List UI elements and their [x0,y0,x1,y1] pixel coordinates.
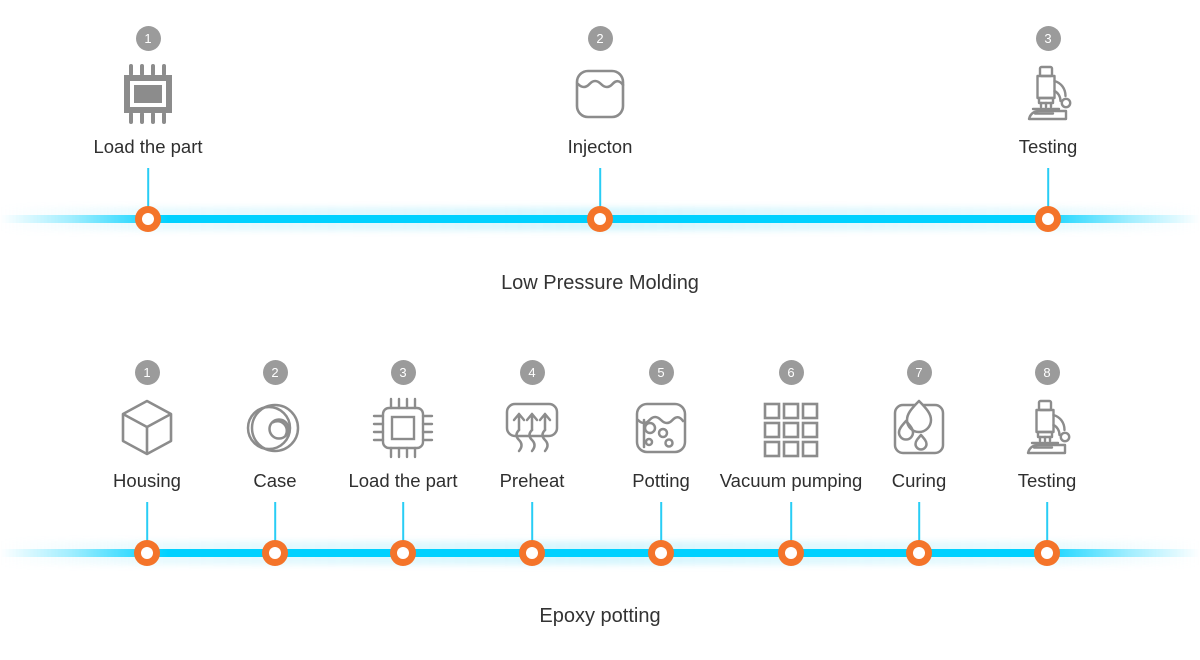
step-number-badge: 7 [906,360,932,385]
timeline-marker[interactable] [778,540,804,566]
step-label: Case [253,470,297,491]
step-number-badge: 3 [1035,26,1061,51]
step-connector-stem [274,502,276,548]
timeline-marker[interactable] [1034,540,1060,566]
step-number-badge: 5 [648,360,674,385]
step-number-badge: 4 [519,360,545,385]
step-label: Injecton [567,136,633,157]
step-number-badge: 2 [587,26,613,51]
step-number-badge: 6 [778,360,804,385]
cube-icon [62,392,232,464]
step-label: Curing [891,470,947,491]
step-connector-stem [1047,168,1049,214]
grid-squares-icon [706,392,876,464]
step-connector-stem [147,168,149,214]
timeline-marker[interactable] [262,540,288,566]
step-number-badge: 1 [135,26,161,51]
step-connector-stem [660,502,662,548]
step-connector-stem [402,502,404,548]
timeline-step[interactable]: 8 Testing [962,360,1132,492]
timeline-step[interactable]: 5 Potting [576,360,746,492]
timeline-marker[interactable] [519,540,545,566]
timeline-caption: Epoxy potting [539,605,661,627]
step-label: Potting [632,470,690,491]
step-label: Housing [113,470,181,491]
timeline-step[interactable]: 1 Load the part [63,26,233,158]
step-connector-stem [531,502,533,548]
timeline-step[interactable]: 2 Injecton [515,26,685,158]
step-number-badge: 8 [1034,360,1060,385]
microscope-icon [963,58,1133,130]
spool-icon [190,392,360,464]
step-number-badge: 1 [134,360,160,385]
timeline-step[interactable]: 4 Preheat [447,360,617,492]
timeline-low-pressure-molding: 1 Load the part 2 Injecton 3 [0,0,1200,310]
step-label: Testing [1018,136,1078,157]
liquid-container-icon [515,58,685,130]
timeline-step[interactable]: 6 Vacuum pumping [706,360,876,492]
chip-outline-icon [318,392,488,464]
step-number-badge: 2 [262,360,288,385]
step-label: Testing [1017,470,1077,491]
timeline-caption: Low Pressure Molding [501,272,699,294]
heat-arrows-icon [447,392,617,464]
step-connector-stem [918,502,920,548]
bubbles-liquid-icon [576,392,746,464]
timeline-marker[interactable] [135,206,161,232]
timeline-marker[interactable] [587,206,613,232]
step-label: Vacuum pumping [719,470,863,491]
step-label: Load the part [348,470,458,491]
step-label: Load the part [93,136,203,157]
rail-line [0,549,1200,557]
timeline-marker[interactable] [648,540,674,566]
timeline-step[interactable]: 7 Curing [834,360,1004,492]
step-number-badge: 3 [390,360,416,385]
timeline-marker[interactable] [1035,206,1061,232]
timeline-step[interactable]: 2 Case [190,360,360,492]
droplets-panel-icon [834,392,1004,464]
step-label: Preheat [499,470,565,491]
timeline-marker[interactable] [906,540,932,566]
timeline-marker[interactable] [390,540,416,566]
timeline-rail [0,533,1200,573]
step-connector-stem [1046,502,1048,548]
step-connector-stem [599,168,601,214]
timeline-marker[interactable] [134,540,160,566]
step-connector-stem [146,502,148,548]
step-connector-stem [790,502,792,548]
timeline-step[interactable]: 3 Load the part [318,360,488,492]
timeline-step[interactable]: 3 Testing [963,26,1133,158]
microscope-icon [962,392,1132,464]
timeline-step[interactable]: 1 Housing [62,360,232,492]
chip-filled-icon [63,58,233,130]
